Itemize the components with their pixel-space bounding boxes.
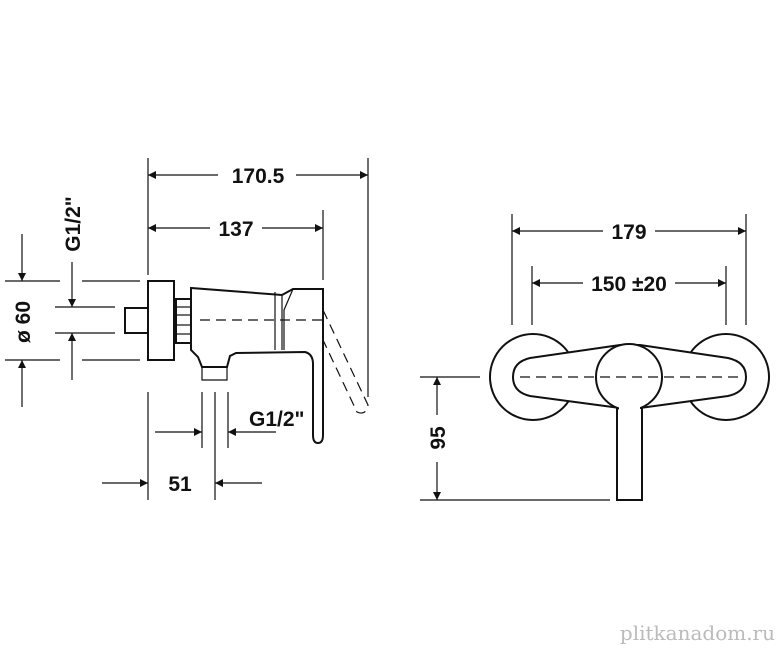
dimension-height: 95 xyxy=(427,426,450,450)
dimension-overall-width: 179 xyxy=(611,221,646,244)
dimension-outlet-offset: 51 xyxy=(168,473,192,496)
mixer-body xyxy=(190,286,324,445)
lever-front xyxy=(616,394,643,501)
dimension-overall-length: 170.5 xyxy=(148,165,368,188)
dimension-body-length: 137 xyxy=(148,218,323,241)
dimension-inlet-spacing: 150 ±20 xyxy=(591,273,667,296)
svg-text:170.5: 170.5 xyxy=(232,165,285,188)
inlet-stub xyxy=(124,307,149,334)
front-view: 179 150 ±20 95 xyxy=(420,214,770,501)
dimension-rosette-diameter: ø 60 xyxy=(12,301,35,343)
dimension-outlet-thread: G1/2" xyxy=(249,408,304,431)
rosette xyxy=(147,280,175,361)
svg-text:137: 137 xyxy=(218,218,253,241)
side-view: 170.5 137 ø 60 G1/2" xyxy=(5,158,369,500)
lever-alt-position xyxy=(322,309,369,414)
watermark: plitkanadom.ru xyxy=(620,621,775,645)
dimension-inlet-thread: G1/2" xyxy=(62,196,85,251)
nut xyxy=(175,298,192,344)
